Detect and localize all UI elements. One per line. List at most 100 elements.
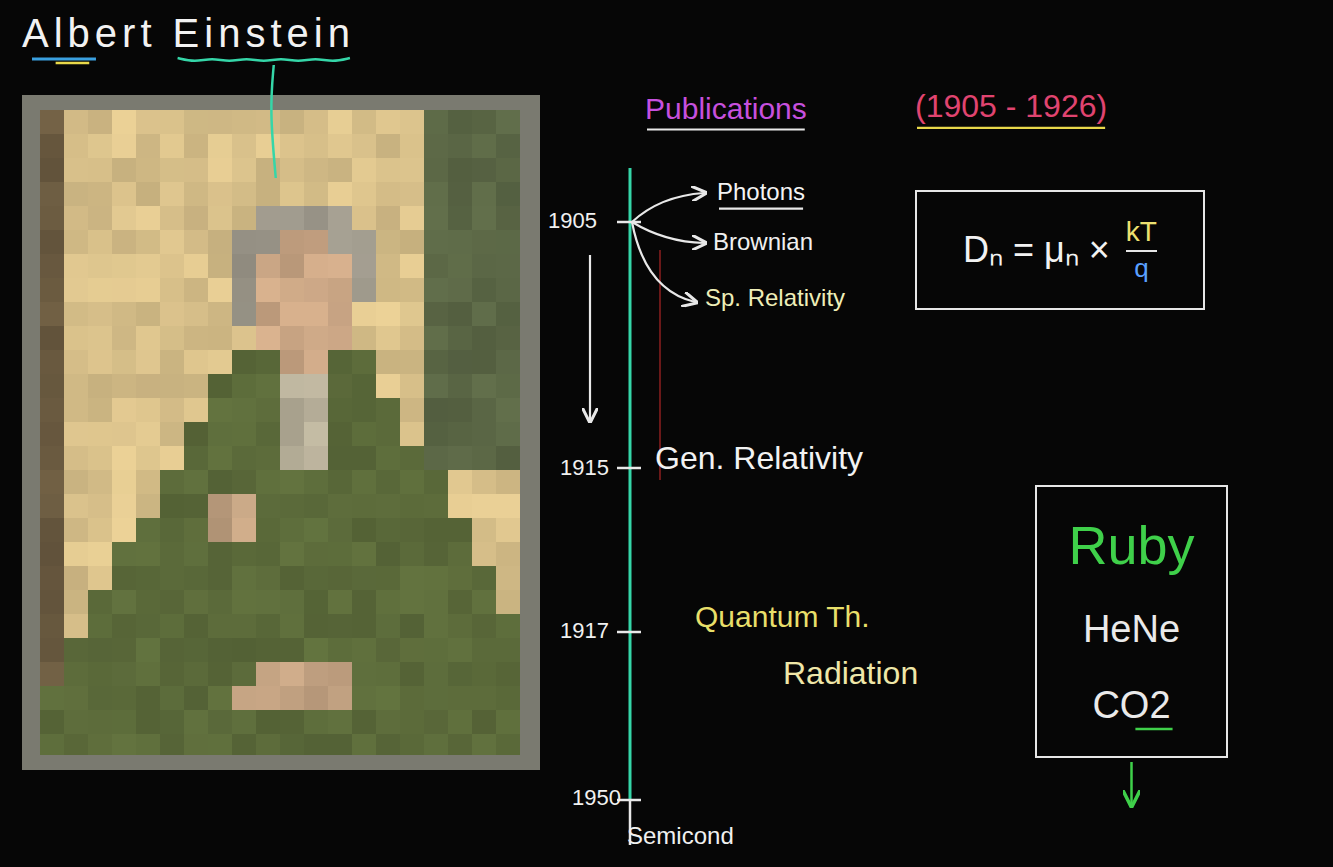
- photo-pixel: [352, 494, 376, 518]
- photo-pixel: [352, 566, 376, 590]
- photo-pixel: [40, 662, 64, 686]
- photo-pixel: [304, 518, 328, 542]
- photo-pixel: [400, 134, 424, 158]
- photo-pixel: [256, 566, 280, 590]
- photo-pixel: [448, 326, 472, 350]
- photo-pixel: [208, 518, 232, 542]
- photo-pixel: [376, 470, 400, 494]
- photo-pixel: [232, 374, 256, 398]
- photo-pixel: [424, 110, 448, 134]
- laser-type: HeNe: [1083, 609, 1180, 651]
- photo-pixel: [112, 326, 136, 350]
- photo-pixel: [208, 230, 232, 254]
- photo-pixel: [232, 518, 256, 542]
- photo-pixel: [376, 566, 400, 590]
- photo-pixel: [112, 206, 136, 230]
- photo-pixel: [184, 734, 208, 755]
- photo-pixel: [304, 494, 328, 518]
- photo-pixel: [88, 278, 112, 302]
- photo-pixel: [424, 158, 448, 182]
- photo-pixel: [376, 158, 400, 182]
- photo-pixel: [400, 374, 424, 398]
- photo-pixel: [184, 542, 208, 566]
- photo-pixel: [160, 566, 184, 590]
- branch-arrow: [632, 222, 704, 243]
- photo-pixel: [328, 206, 352, 230]
- photo-pixel: [40, 206, 64, 230]
- photo-pixel: [232, 110, 256, 134]
- photo-pixel: [328, 254, 352, 278]
- photo-pixel: [304, 206, 328, 230]
- photo-pixel: [472, 566, 496, 590]
- photo-pixel: [424, 254, 448, 278]
- photo-pixel: [136, 158, 160, 182]
- photo-pixel: [64, 518, 88, 542]
- portrait-photo: [40, 110, 520, 755]
- photo-pixel: [112, 158, 136, 182]
- photo-pixel: [352, 638, 376, 662]
- photo-pixel: [40, 182, 64, 206]
- photo-pixel: [256, 278, 280, 302]
- branch-arrow: [632, 193, 704, 222]
- photo-pixel: [328, 182, 352, 206]
- photo-pixel: [184, 350, 208, 374]
- photo-pixel: [352, 206, 376, 230]
- photo-pixel: [400, 494, 424, 518]
- photo-pixel: [280, 398, 304, 422]
- photo-pixel: [400, 446, 424, 470]
- photo-pixel: [88, 494, 112, 518]
- photo-pixel: [472, 134, 496, 158]
- photo-pixel: [400, 302, 424, 326]
- time-arrow: [589, 255, 591, 420]
- photo-pixel: [376, 734, 400, 755]
- photo-pixel: [304, 158, 328, 182]
- photo-pixel: [328, 446, 352, 470]
- photo-pixel: [136, 278, 160, 302]
- photo-pixel: [352, 158, 376, 182]
- photo-pixel: [112, 542, 136, 566]
- photo-pixel: [376, 638, 400, 662]
- photo-pixel: [400, 182, 424, 206]
- photo-pixel: [424, 182, 448, 206]
- photo-pixel: [424, 614, 448, 638]
- leader-line: [271, 65, 275, 178]
- photo-pixel: [136, 398, 160, 422]
- photo-pixel: [424, 734, 448, 755]
- photo-pixel: [232, 254, 256, 278]
- photo-pixel: [496, 398, 520, 422]
- photo-pixel: [232, 134, 256, 158]
- photo-pixel: [304, 614, 328, 638]
- photo-pixel: [88, 158, 112, 182]
- photo-pixel: [160, 182, 184, 206]
- photo-pixel: [208, 206, 232, 230]
- photo-pixel: [304, 446, 328, 470]
- photo-pixel: [424, 302, 448, 326]
- photo-pixel: [256, 422, 280, 446]
- photo-pixel: [304, 422, 328, 446]
- photo-pixel: [40, 446, 64, 470]
- photo-pixel: [112, 470, 136, 494]
- photo-pixel: [160, 134, 184, 158]
- photo-pixel: [160, 518, 184, 542]
- photo-pixel: [184, 614, 208, 638]
- photo-pixel: [280, 206, 304, 230]
- underline: [56, 62, 90, 65]
- photo-pixel: [208, 494, 232, 518]
- photo-pixel: [352, 446, 376, 470]
- photo-pixel: [256, 206, 280, 230]
- photo-pixel: [376, 110, 400, 134]
- photo-pixel: [136, 734, 160, 755]
- photo-pixel: [112, 278, 136, 302]
- photo-pixel: [184, 110, 208, 134]
- photo-pixel: [328, 470, 352, 494]
- photo-pixel: [328, 518, 352, 542]
- photo-pixel: [64, 686, 88, 710]
- topic-label: Radiation: [783, 655, 918, 692]
- photo-pixel: [256, 302, 280, 326]
- photo-pixel: [184, 494, 208, 518]
- photo-pixel: [424, 686, 448, 710]
- photo-pixel: [208, 374, 232, 398]
- photo-pixel: [208, 734, 232, 755]
- photo-pixel: [112, 254, 136, 278]
